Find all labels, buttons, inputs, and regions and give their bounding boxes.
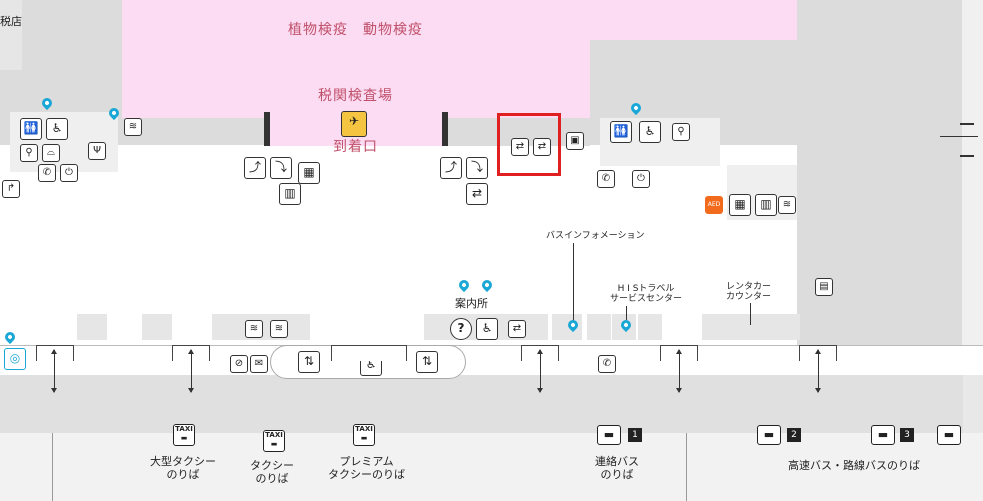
crosswalk-arrow [188,349,194,393]
platform-divider-2 [686,433,687,501]
taxi-icon-text: TAXI [355,425,373,433]
bus-info-label: バスインフォメーション [546,231,645,241]
his-travel-label: H I Sトラベル サービスセンター [610,284,683,305]
map-pin-icon[interactable] [2,329,18,345]
road [0,375,983,433]
diaper-change-icon[interactable]: ⌓ [42,144,60,162]
wheelchair-icon[interactable]: ♿ [476,318,498,340]
elevator-icon[interactable]: ⇅ [298,351,320,373]
taxi-icon-text: TAXI [175,425,193,433]
lounge-icon[interactable]: ▦ [298,162,320,184]
customs-right-wall [442,112,448,146]
telephone-icon[interactable]: ✆ [598,355,616,373]
crosswalk-arrow [537,349,543,393]
direction-arrow-right [940,136,978,137]
entrance-door[interactable] [331,345,407,361]
upper-right-top [797,0,965,130]
bus-icon[interactable]: ▬ [937,425,961,445]
rentacar-leader [750,303,751,325]
bus-stop-number: 1 [628,428,642,442]
his-leader [626,306,627,320]
bus-stop-number: 2 [787,428,801,442]
counter-his-3 [638,314,662,340]
arrival-exit-label: 到着口 [333,139,378,155]
arrival-gate-icon: ✈ [341,111,367,137]
highway-bus-label: 高速バス・路線バスのりば [788,459,920,472]
lounge-icon[interactable]: ▦ [729,194,751,216]
aed-icon[interactable]: AED [705,196,723,214]
wifi-icon[interactable]: ≋ [245,320,263,338]
luggage-icon[interactable]: ▥ [279,183,301,205]
map-pin-icon[interactable] [456,277,472,293]
luggage-service-icon[interactable]: ▥ [755,194,777,216]
map-pin-icon[interactable] [479,277,495,293]
taxi-platform [0,433,983,501]
taxi-icon[interactable]: TAXI▬ [263,430,285,452]
currency-exchange-icon[interactable]: ⇄ [508,320,526,338]
information-center-label: 案内所 [455,297,488,310]
tax-free-shop-label: 税店 [0,15,22,28]
restroom-icon[interactable]: 🚻 [610,121,632,143]
accessible-toilet-icon[interactable]: ♿ [639,121,661,143]
elevator-icon[interactable]: ⇅ [416,351,438,373]
baby-care-icon[interactable]: ⚲ [20,144,38,162]
restroom-icon[interactable]: 🚻 [20,118,42,140]
crosswalk-arrow [676,349,682,393]
baby-care-icon[interactable]: ⚲ [672,123,690,141]
counter-his-1 [587,314,611,340]
no-smoking-icon[interactable]: ⊘ [230,355,248,373]
wifi-icon[interactable]: ≋ [778,196,796,214]
power-outlet-icon[interactable]: ⏻ [60,164,78,182]
highlight-box [497,113,561,176]
mail-icon[interactable]: ✉ [250,355,268,373]
taxi-icon-text: TAXI [265,431,283,439]
connecting-bus-label: 連絡バス のりば [595,455,639,481]
escalator-down-icon[interactable]: ⤵ [270,157,292,179]
customs-label: 税関検査場 [318,88,393,104]
atm-icon[interactable]: ⇄ [533,138,551,156]
accessible-toilet-icon[interactable]: ♿ [46,118,68,140]
telephone-icon[interactable]: ✆ [597,170,615,188]
information-icon[interactable]: ? [450,318,472,340]
locker-icon[interactable]: ▣ [566,132,584,150]
taxi-icon[interactable]: TAXI▬ [353,424,375,446]
escalator-up-icon[interactable]: ⤴ [440,157,462,179]
crosswalk-arrow [815,349,821,393]
large-taxi-label: 大型タクシー のりば [150,455,216,481]
restaurant-icon[interactable]: Ψ [88,142,106,160]
taxi-label: タクシー のりば [250,459,294,485]
direction-bar-bottom [960,155,974,157]
rent-a-car-label: レンタカー カウンター [726,282,772,303]
counter-block-1 [77,314,107,340]
bus-icon[interactable]: ▬ [871,425,895,445]
counter-block-2 [142,314,172,340]
direction-bar-top [960,123,974,125]
bus-info-leader [573,243,574,321]
baggage-delivery-icon[interactable]: ◎ [4,348,26,370]
crosswalk-arrow [51,349,57,393]
bus-icon[interactable]: ▬ [597,425,621,445]
wifi-icon[interactable]: ≋ [124,118,142,136]
premium-taxi-label: プレミアム タクシーのりば [328,455,405,481]
smoking-area-icon[interactable]: ↱ [2,180,20,198]
currency-exchange-icon[interactable]: ⇄ [466,183,488,205]
ticket-machine-icon[interactable]: ▤ [815,278,833,296]
escalator-up-icon[interactable]: ⤴ [244,157,266,179]
counter-rentacar [702,314,800,340]
road-right-edge [963,375,983,433]
platform-divider-1 [52,433,53,501]
right-edge-strip [962,0,983,345]
quarantine-label: 植物検疫 動物検疫 [288,22,423,38]
power-outlet-icon[interactable]: ⏻ [632,170,650,188]
bus-icon[interactable]: ▬ [757,425,781,445]
customs-left-wall [264,112,270,146]
wifi-icon[interactable]: ≋ [270,320,288,338]
telephone-icon[interactable]: ✆ [38,164,56,182]
bus-stop-number: 3 [900,428,914,442]
taxi-icon[interactable]: TAXI▬ [173,424,195,446]
atm-icon[interactable]: ⇄ [511,138,529,156]
upper-left-lane [0,0,22,70]
escalator-down-icon[interactable]: ⤵ [466,157,488,179]
